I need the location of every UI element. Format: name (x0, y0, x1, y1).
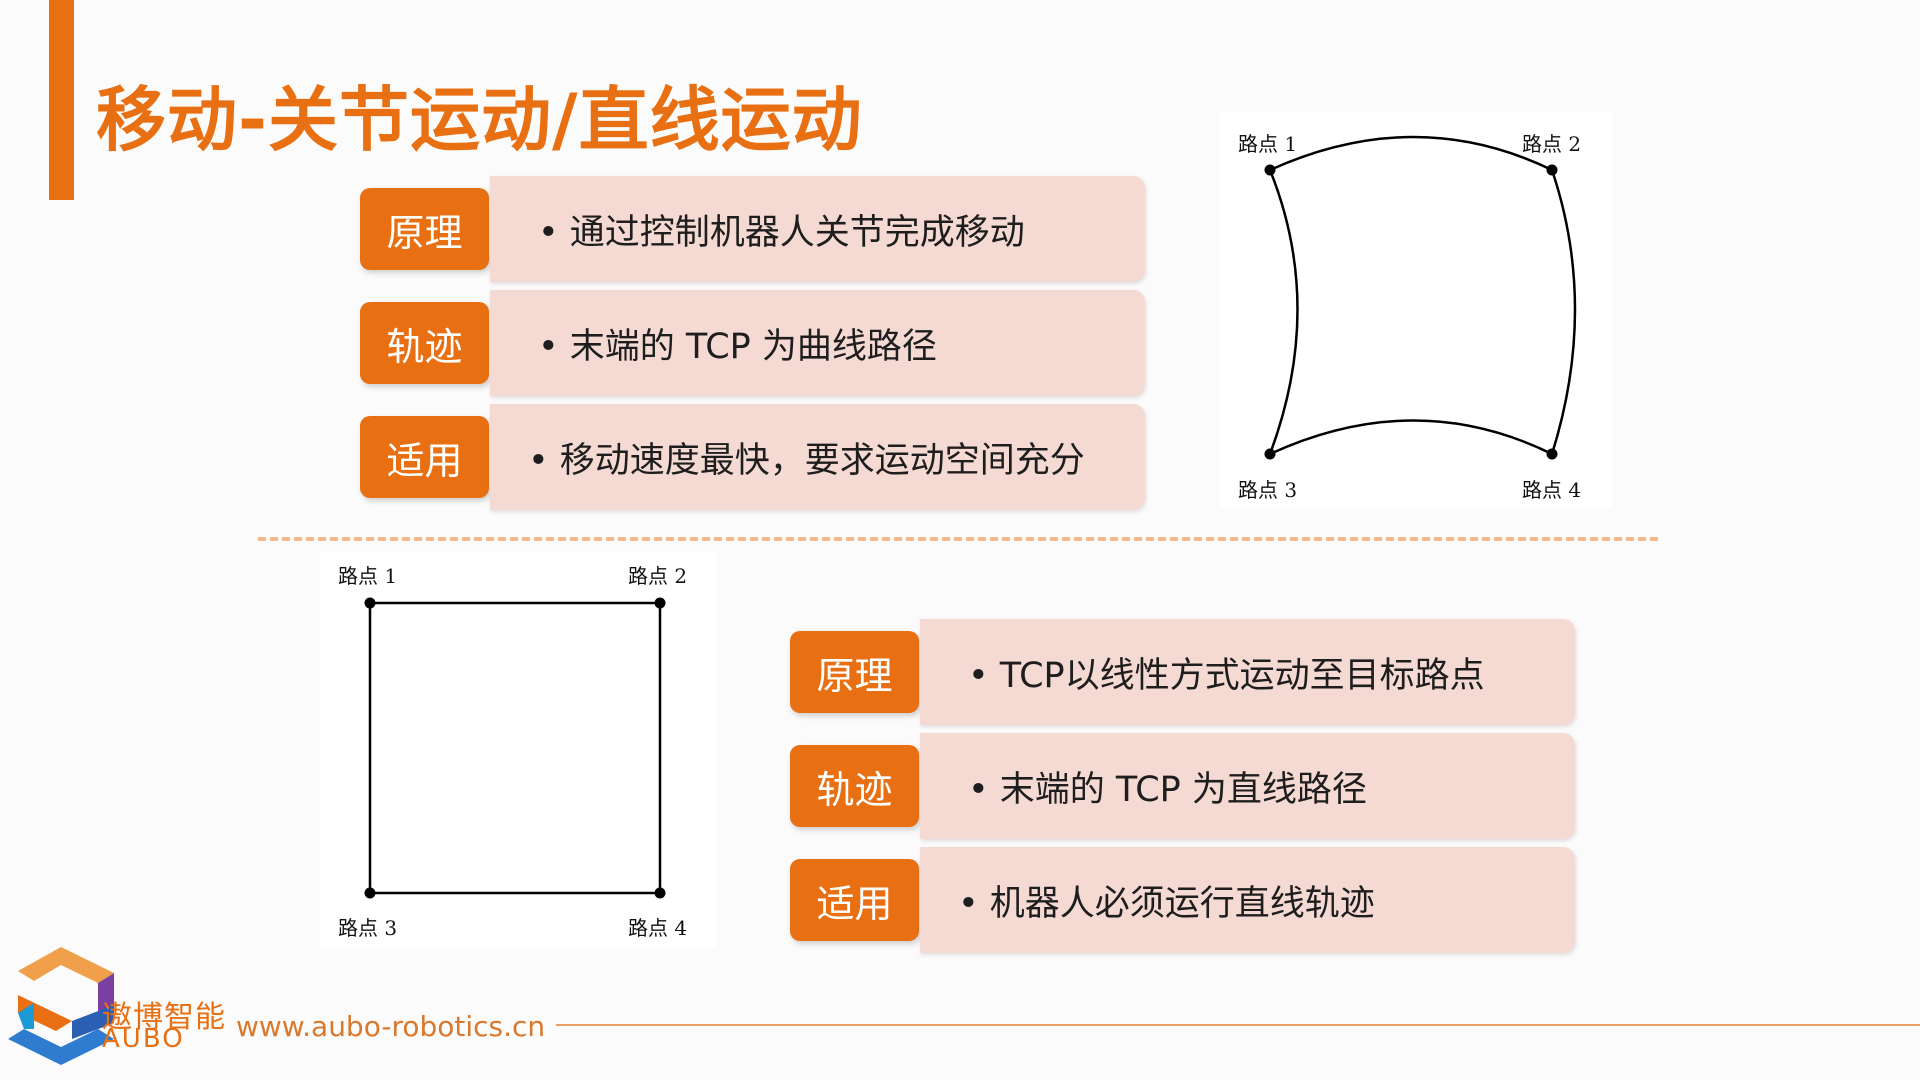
page-title: 移动-关节运动/直线运动 (96, 79, 863, 161)
footer-divider (556, 1024, 1920, 1026)
tag-principle: 原理 (790, 631, 919, 713)
waypoint-2-label: 路点 2 (628, 564, 688, 588)
waypoint-1-label: 路点 1 (1238, 132, 1298, 156)
panel (920, 847, 1575, 953)
panel (490, 290, 1145, 396)
application-text: • 机器人必须运行直线轨迹 (958, 883, 1375, 924)
joint-motion-diagram: 路点 1 路点 2 路点 3 路点 4 (1220, 112, 1612, 507)
panel (490, 404, 1145, 510)
principle-text: • TCP以线性方式运动至目标路点 (968, 655, 1485, 696)
linear-row-trajectory: 轨迹 • 末端的 TCP 为直线路径 (790, 733, 1575, 839)
tag-principle: 原理 (360, 188, 489, 270)
waypoint-3-label: 路点 3 (1238, 478, 1298, 502)
waypoint-2-label: 路点 2 (1522, 132, 1582, 156)
joint-row-application: 适用 • 移动速度最快，要求运动空间充分 (360, 404, 1145, 510)
curved-path-graphic (1264, 135, 1577, 460)
waypoint-4-label: 路点 4 (628, 916, 688, 940)
title-accent-bar (49, 0, 74, 200)
straight-path-graphic (364, 597, 666, 899)
tag-application: 适用 (790, 859, 919, 941)
tag-trajectory: 轨迹 (790, 745, 919, 827)
waypoint-1-label: 路点 1 (338, 564, 398, 588)
trajectory-text: • 末端的 TCP 为直线路径 (968, 769, 1367, 810)
waypoint-3-label: 路点 3 (338, 916, 398, 940)
aubo-logo-icon (6, 945, 118, 1074)
linear-row-application: 适用 • 机器人必须运行直线轨迹 (790, 847, 1575, 953)
section-divider (258, 537, 1658, 541)
tag-trajectory: 轨迹 (360, 302, 489, 384)
website-url: www.aubo-robotics.cn (236, 1010, 546, 1043)
principle-text: • 通过控制机器人关节完成移动 (538, 212, 1025, 253)
trajectory-text: • 末端的 TCP 为曲线路径 (538, 326, 937, 367)
logo-chinese-text: 遨博智能 (102, 1000, 226, 1035)
tag-application: 适用 (360, 416, 489, 498)
linear-row-principle: 原理 • TCP以线性方式运动至目标路点 (790, 619, 1575, 725)
panel (490, 176, 1145, 282)
logo-english-text: AUBO (102, 1024, 185, 1054)
panel (920, 619, 1575, 725)
joint-row-principle: 原理 • 通过控制机器人关节完成移动 (360, 176, 1145, 282)
linear-motion-diagram: 路点 1 路点 2 路点 3 路点 4 (320, 552, 716, 947)
application-text: • 移动速度最快，要求运动空间充分 (528, 440, 1085, 481)
waypoint-4-label: 路点 4 (1522, 478, 1582, 502)
joint-row-trajectory: 轨迹 • 末端的 TCP 为曲线路径 (360, 290, 1145, 396)
panel (920, 733, 1575, 839)
